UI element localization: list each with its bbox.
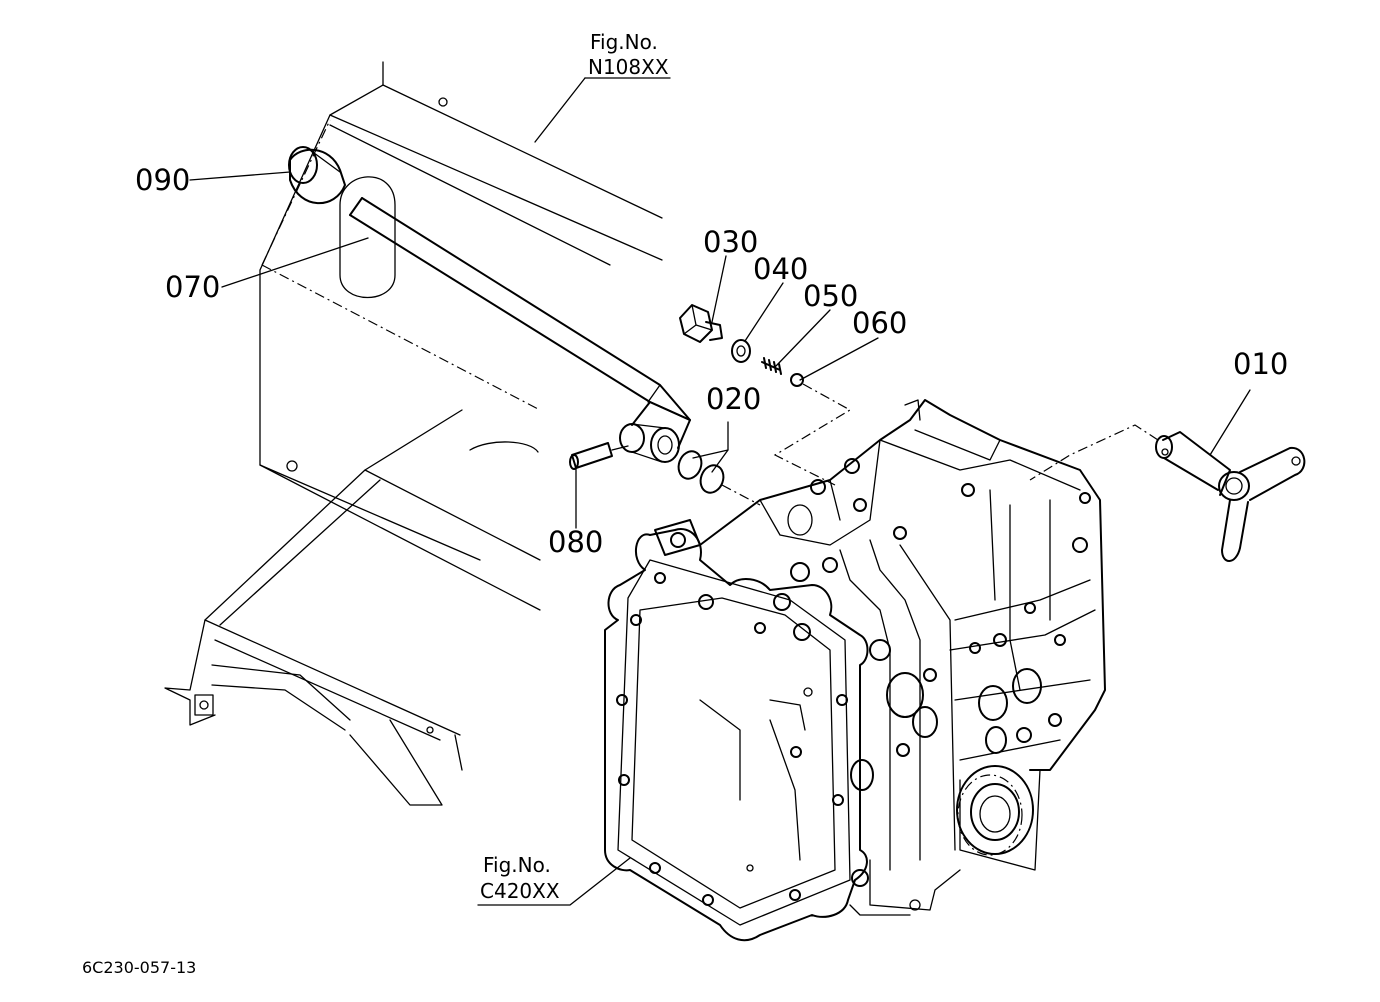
transmission-case — [604, 399, 1106, 942]
drawing-code: 6C230-057-13 — [82, 958, 197, 977]
pin — [569, 442, 629, 470]
cover-panel — [259, 61, 663, 611]
callout-070: 070 — [165, 270, 221, 304]
leader-lines — [189, 77, 1251, 906]
callout-050: 050 — [803, 279, 859, 313]
callout-010: 010 — [1233, 347, 1289, 381]
o-rings — [677, 450, 761, 506]
shift-arm — [1029, 424, 1306, 562]
fig-ref-bottom-label: Fig.No. — [483, 853, 551, 877]
lever-knob — [288, 146, 346, 205]
callout-020: 020 — [706, 382, 762, 416]
fig-ref-bottom-number: C420XX — [480, 879, 560, 903]
lever-rod — [349, 197, 691, 463]
fig-ref-top-number: N108XX — [588, 55, 669, 79]
callout-040: 040 — [753, 252, 809, 286]
callout-060: 060 — [852, 306, 908, 340]
callout-080: 080 — [548, 525, 604, 559]
callout-030: 030 — [703, 225, 759, 259]
callout-090: 090 — [135, 163, 191, 197]
fig-ref-top-label: Fig.No. — [590, 30, 658, 54]
floor-bracket — [164, 409, 541, 806]
detent-parts — [679, 304, 852, 486]
